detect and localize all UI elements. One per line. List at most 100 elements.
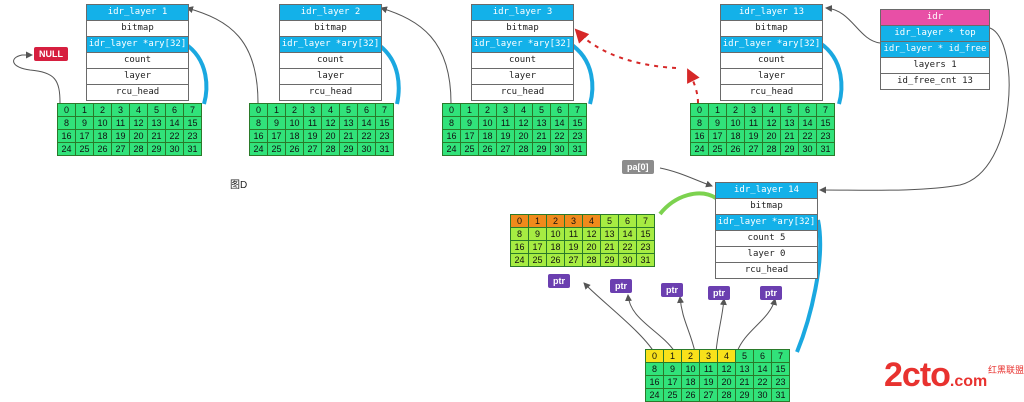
slot-cell: 6: [550, 103, 569, 117]
slot-cell: 30: [753, 388, 772, 402]
bitmap-field: bitmap: [87, 20, 188, 36]
slot-cell: 3: [744, 103, 763, 117]
slot-cell: 30: [618, 253, 637, 267]
slot-cell: 16: [249, 129, 268, 143]
slot-cell: 0: [249, 103, 268, 117]
idr-struct: idr idr_layer * top idr_layer * id_free …: [880, 9, 990, 90]
bitmap-field: bitmap: [721, 20, 822, 36]
ary-field: idr_layer *ary[32]: [280, 36, 381, 52]
slot-cell: 28: [129, 142, 148, 156]
ptr-label: ptr: [610, 279, 632, 293]
slot-cell: 31: [636, 253, 655, 267]
slot-cell: 13: [532, 116, 551, 130]
slot-cell: 18: [93, 129, 112, 143]
idr-layer-13: idr_layer 13 bitmap idr_layer *ary[32] c…: [720, 4, 823, 101]
arrow-slot2-to-ptr3: [677, 296, 696, 353]
slot-cell: 9: [528, 227, 547, 241]
slot-cell: 10: [478, 116, 497, 130]
slot-cell: 15: [771, 362, 790, 376]
layer-field: layer: [87, 68, 188, 84]
count-field: count: [721, 52, 822, 68]
slot-cell: 22: [165, 129, 184, 143]
layer-field: layer: [472, 68, 573, 84]
slot-cell: 7: [816, 103, 835, 117]
slot-cell: 25: [663, 388, 682, 402]
slot-cell: 10: [546, 227, 565, 241]
slot-cell: 21: [735, 375, 754, 389]
slot-cell: 21: [339, 129, 358, 143]
slot-cell: 18: [285, 129, 304, 143]
slot-cell: 27: [699, 388, 718, 402]
arrow-grid3-to-layer2: [380, 6, 452, 104]
ptr-label: ptr: [548, 274, 570, 288]
slot-cell: 28: [762, 142, 781, 156]
slot-cell: 1: [528, 214, 547, 228]
slot-cell: 7: [568, 103, 587, 117]
slot-cell: 7: [636, 214, 655, 228]
arrow-ellipsis-to-layer3: [574, 28, 677, 69]
slot-cell: 8: [510, 227, 529, 241]
slot-cell: 24: [645, 388, 664, 402]
slot-cell: 19: [699, 375, 718, 389]
slot-cell: 26: [285, 142, 304, 156]
slot-cell: 8: [690, 116, 709, 130]
slot-cell: 10: [93, 116, 112, 130]
slot-cell: 20: [582, 240, 601, 254]
slot-cell: 23: [816, 129, 835, 143]
figure-label: 图D: [230, 180, 248, 191]
watermark-site: 红黑联盟: [988, 365, 1024, 375]
slot-cell: 9: [708, 116, 727, 130]
slot-cell: 15: [816, 116, 835, 130]
watermark-logo: 2cto.com: [884, 356, 987, 395]
slot-cell: 19: [564, 240, 583, 254]
slot-cell: 27: [111, 142, 130, 156]
slot-cell: 24: [442, 142, 461, 156]
slot-cell: 19: [303, 129, 322, 143]
slot-cell: 29: [600, 253, 619, 267]
slot-cell: 24: [249, 142, 268, 156]
struct-title: idr_layer 14: [716, 183, 817, 198]
slot-cell: 19: [744, 129, 763, 143]
slot-cell: 11: [303, 116, 322, 130]
slot-cell: 29: [735, 388, 754, 402]
slot-cell: 16: [690, 129, 709, 143]
slot-cell: 29: [339, 142, 358, 156]
slot-cell: 21: [780, 129, 799, 143]
slot-cell: 2: [478, 103, 497, 117]
slot-cell: 4: [762, 103, 781, 117]
slot-cell: 7: [375, 103, 394, 117]
slot-cell: 27: [303, 142, 322, 156]
slot-cell: 31: [816, 142, 835, 156]
slot-cell: 4: [321, 103, 340, 117]
slot-cell: 24: [510, 253, 529, 267]
slot-cell: 14: [618, 227, 637, 241]
ary-field: idr_layer *ary[32]: [87, 36, 188, 52]
slot-cell: 28: [717, 388, 736, 402]
slot-cell: 25: [75, 142, 94, 156]
slot-cell: 13: [735, 362, 754, 376]
slot-cell: 29: [780, 142, 799, 156]
slot-cell: 26: [546, 253, 565, 267]
slot-cell: 20: [129, 129, 148, 143]
rcu-head-field: rcu_head: [472, 84, 573, 100]
slot-cell: 0: [510, 214, 529, 228]
ary-field: idr_layer *ary[32]: [721, 36, 822, 52]
arrow-slot1-to-ptr2: [624, 294, 676, 353]
bitmap-field: bitmap: [716, 198, 817, 214]
layers-field: layers 1: [881, 57, 989, 73]
slot-cell: 15: [636, 227, 655, 241]
slot-cell: 23: [771, 375, 790, 389]
layer-field: layer: [721, 68, 822, 84]
slot-cell: 9: [267, 116, 286, 130]
slot-cell: 18: [726, 129, 745, 143]
idr-layer-2: idr_layer 2 bitmap idr_layer *ary[32] co…: [279, 4, 382, 101]
